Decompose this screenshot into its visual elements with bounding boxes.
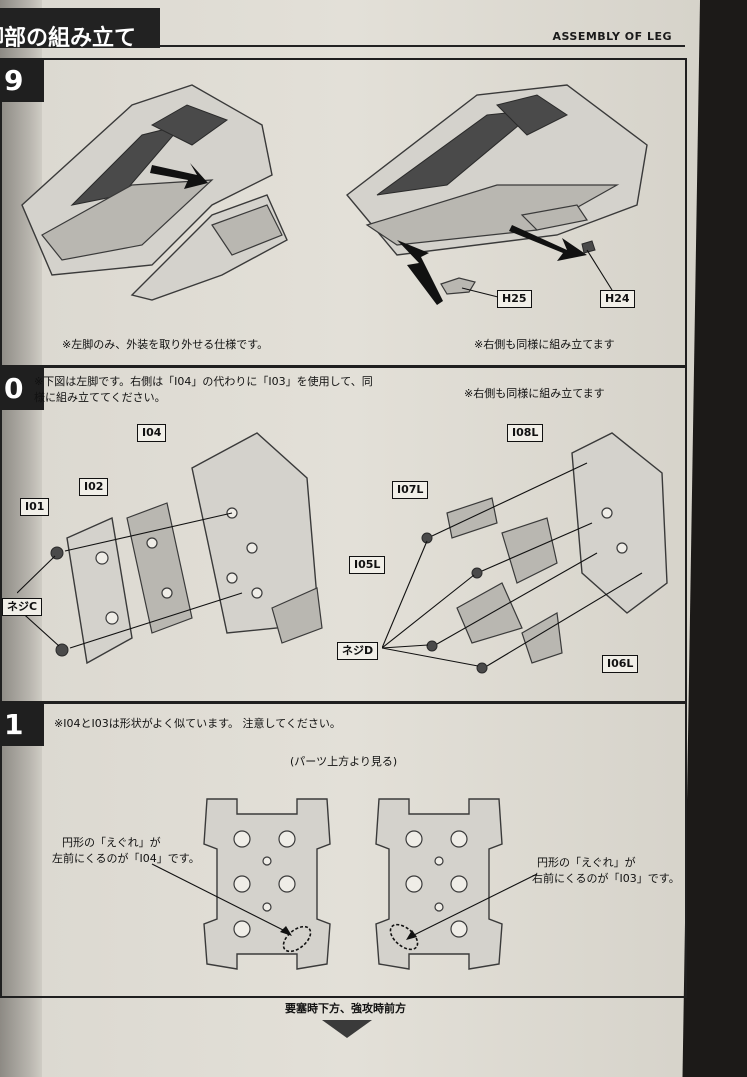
callout-i04-line2: 左前にくるのが「I04」です。 <box>52 852 200 865</box>
screw-label-d: ネジD <box>337 642 379 660</box>
part-label-i08l: I08L <box>507 424 544 442</box>
step-9-panel: 9 H25 H24 ※左脚のみ、外装を取り外せる仕様です。 ※右側も同様に組み立… <box>0 58 687 367</box>
step-10-note-line2: 様に組み立ててください。 <box>34 391 166 404</box>
step-number-9: 9 <box>0 58 44 102</box>
step-9-note-right: ※右側も同様に組み立てます <box>474 338 615 351</box>
screw-label-c: ネジC <box>2 598 43 616</box>
part-label-i01: I01 <box>20 498 50 516</box>
direction-caption: 要塞時下方、強攻時前方 <box>285 1002 406 1015</box>
step-number-10: 0 <box>0 366 44 410</box>
step-number-11: 1 <box>0 702 44 746</box>
part-label-h24: H24 <box>600 290 635 308</box>
direction-arrow-icon <box>322 1020 372 1038</box>
view-caption: (パーツ上方より見る) <box>290 755 398 768</box>
callout-leaders-step11 <box>151 863 538 940</box>
header-bar: 脚部の組み立て <box>0 8 160 51</box>
header-rule <box>150 45 685 47</box>
part-i04-top-view <box>203 798 331 970</box>
callout-i04-line1: 円形の「えぐれ」が <box>62 836 161 849</box>
part-h25-piece <box>440 277 476 295</box>
part-label-i07l: I07L <box>392 481 429 499</box>
part-label-h25: H25 <box>497 290 532 308</box>
leg-armor-left-illustration <box>21 84 288 301</box>
part-h24-piece <box>581 240 596 254</box>
part-leaders-step9 <box>461 249 613 299</box>
page-title: 脚部の組み立て <box>0 26 137 51</box>
part-label-i06l: I06L <box>602 655 639 673</box>
part-label-i04: I04 <box>137 424 167 442</box>
page-title-en: ASSEMBLY OF LEG <box>552 30 672 43</box>
step-11-note: ※I04とI03は形状がよく似ています。 注意してください。 <box>54 717 341 730</box>
part-label-i02: I02 <box>79 478 109 496</box>
callout-i03-line1: 円形の「えぐれ」が <box>537 856 636 869</box>
step-10-panel: 0 ※下図は左脚です。右側は「I04」の代わりに「I03」を使用して、同 様に組… <box>0 366 687 703</box>
callout-i03-line2: 右前にくるのが「I03」です。 <box>532 872 680 885</box>
part-i03-top-view <box>375 798 503 970</box>
book-spine <box>0 0 42 1077</box>
leg-frame-left-illustration <box>17 432 323 665</box>
part-label-i05l: I05L <box>349 556 386 574</box>
leg-armor-right-illustration <box>345 84 648 305</box>
leg-frame-right-illustration <box>382 432 668 674</box>
step-11-panel: 1 ※I04とI03は形状がよく似ています。 注意してください。 (パーツ上方よ… <box>0 702 687 998</box>
step-10-note-line1: ※下図は左脚です。右側は「I04」の代わりに「I03」を使用して、同 <box>34 375 373 388</box>
step-10-note-right: ※右側も同様に組み立てます <box>464 387 605 400</box>
step-9-note-left: ※左脚のみ、外装を取り外せる仕様です。 <box>62 338 269 351</box>
